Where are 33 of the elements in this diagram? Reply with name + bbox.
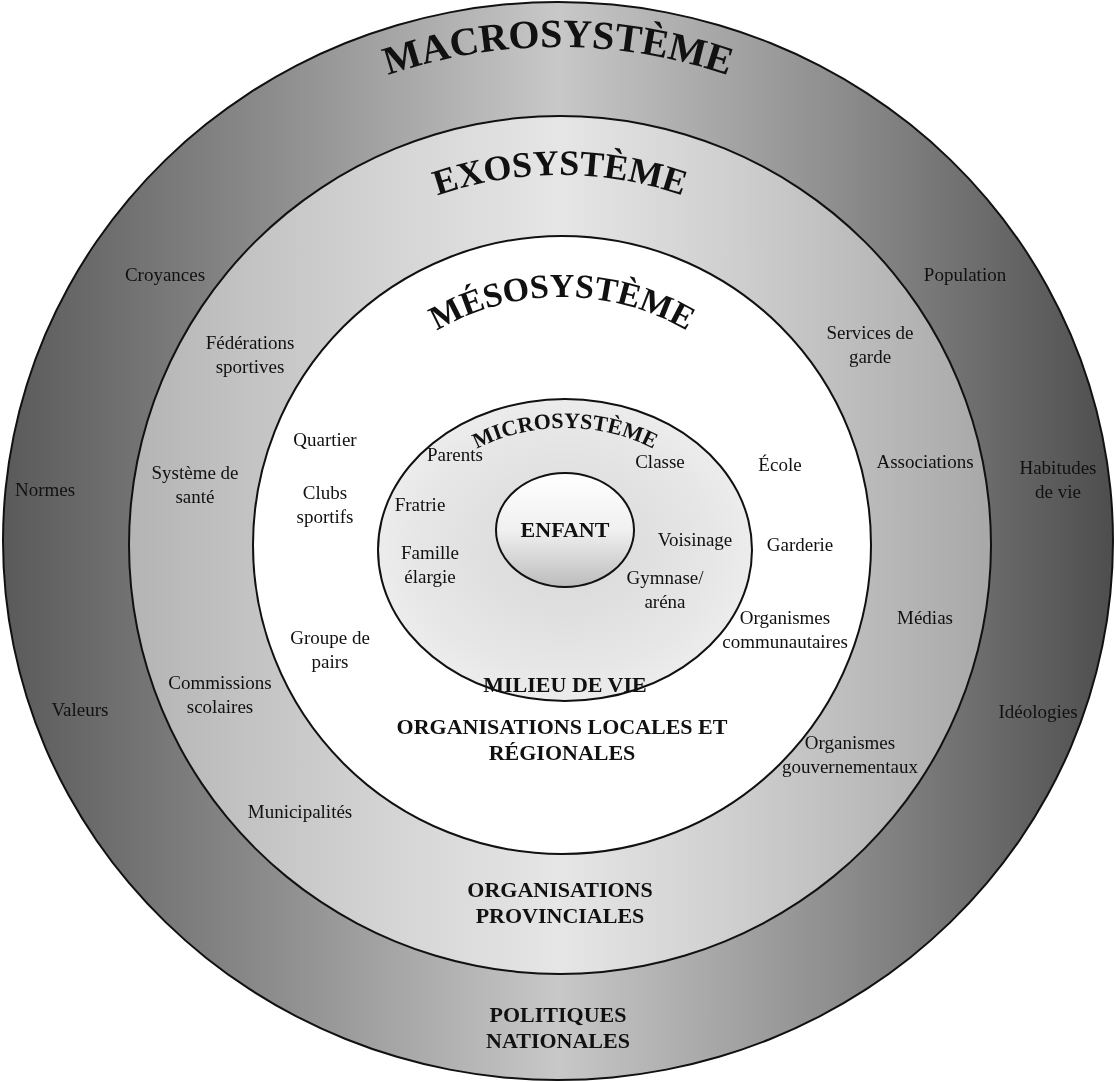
ring-title: MACROSYSTÈME	[377, 10, 740, 84]
factor-label: Système de santé	[150, 461, 240, 509]
factor-label: Groupe de pairs	[289, 626, 371, 674]
ring-caption: MILIEU DE VIE	[482, 672, 648, 699]
factor-label: Organismes gouvernementaux	[780, 731, 920, 779]
factor-label: Garderie	[765, 533, 835, 557]
factor-label: Services de garde	[825, 321, 915, 369]
factor-label: Clubs sportifs	[295, 481, 355, 529]
ring-caption: ORGANISATIONS PROVINCIALES	[466, 876, 654, 930]
ring-title: EXOSYSTÈME	[427, 142, 693, 204]
ring-caption: ORGANISATIONS LOCALES ET RÉGIONALES	[395, 713, 729, 767]
factor-label: Population	[922, 263, 1008, 287]
ring-caption: POLITIQUES NATIONALES	[485, 1001, 631, 1055]
factor-label: Quartier	[292, 428, 358, 452]
factor-label: Normes	[13, 478, 77, 502]
factor-label: Classe	[634, 450, 686, 474]
factor-label: Famille élargie	[399, 541, 461, 589]
factor-label: Idéologies	[997, 700, 1079, 724]
factor-label: Fratrie	[393, 493, 447, 517]
ring-title: MÉSOSYSTÈME	[423, 267, 702, 337]
factor-label: Croyances	[123, 263, 207, 287]
factor-label: Fédérations sportives	[204, 331, 296, 379]
factor-label: Organismes communautaires	[721, 606, 849, 654]
center-label: ENFANT	[520, 517, 610, 543]
factor-label: Habitudes de vie	[1018, 456, 1098, 504]
factor-label: Gymnase/ aréna	[625, 566, 705, 614]
factor-label: Municipalités	[246, 800, 354, 824]
factor-label: École	[757, 453, 803, 477]
factor-label: Voisinage	[656, 528, 734, 552]
factor-label: Associations	[875, 450, 975, 474]
factor-label: Valeurs	[50, 698, 110, 722]
factor-label: Médias	[896, 606, 954, 630]
factor-label: Commissions scolaires	[167, 671, 273, 719]
